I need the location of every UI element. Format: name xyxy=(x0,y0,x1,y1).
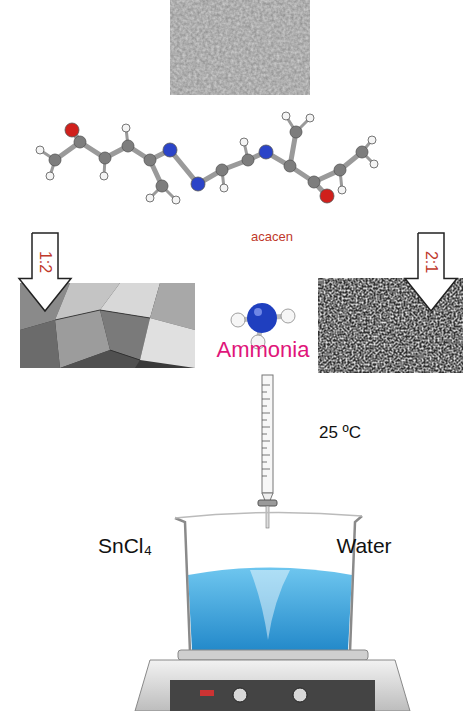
sem-image xyxy=(170,0,310,95)
beaker xyxy=(175,512,362,658)
text-label: Water xyxy=(336,535,391,556)
arrow-path xyxy=(405,233,457,311)
ratio-label: 2:1 xyxy=(422,251,440,273)
ratio-label: 1:2 xyxy=(36,251,54,273)
arrow-shape: 2:1 xyxy=(404,232,458,312)
text-label: SnCl₄ xyxy=(98,535,152,556)
arrow-shape: 1:2 xyxy=(18,232,72,312)
stirrer-plate xyxy=(135,650,410,711)
atoms xyxy=(36,112,378,204)
text-label: Ammonia xyxy=(217,339,310,361)
acacen-molecule xyxy=(40,116,374,200)
text-label: 25 ºC xyxy=(319,424,361,441)
burette xyxy=(258,375,277,528)
text-label: acacen xyxy=(251,230,293,243)
arrow-path xyxy=(19,233,71,311)
